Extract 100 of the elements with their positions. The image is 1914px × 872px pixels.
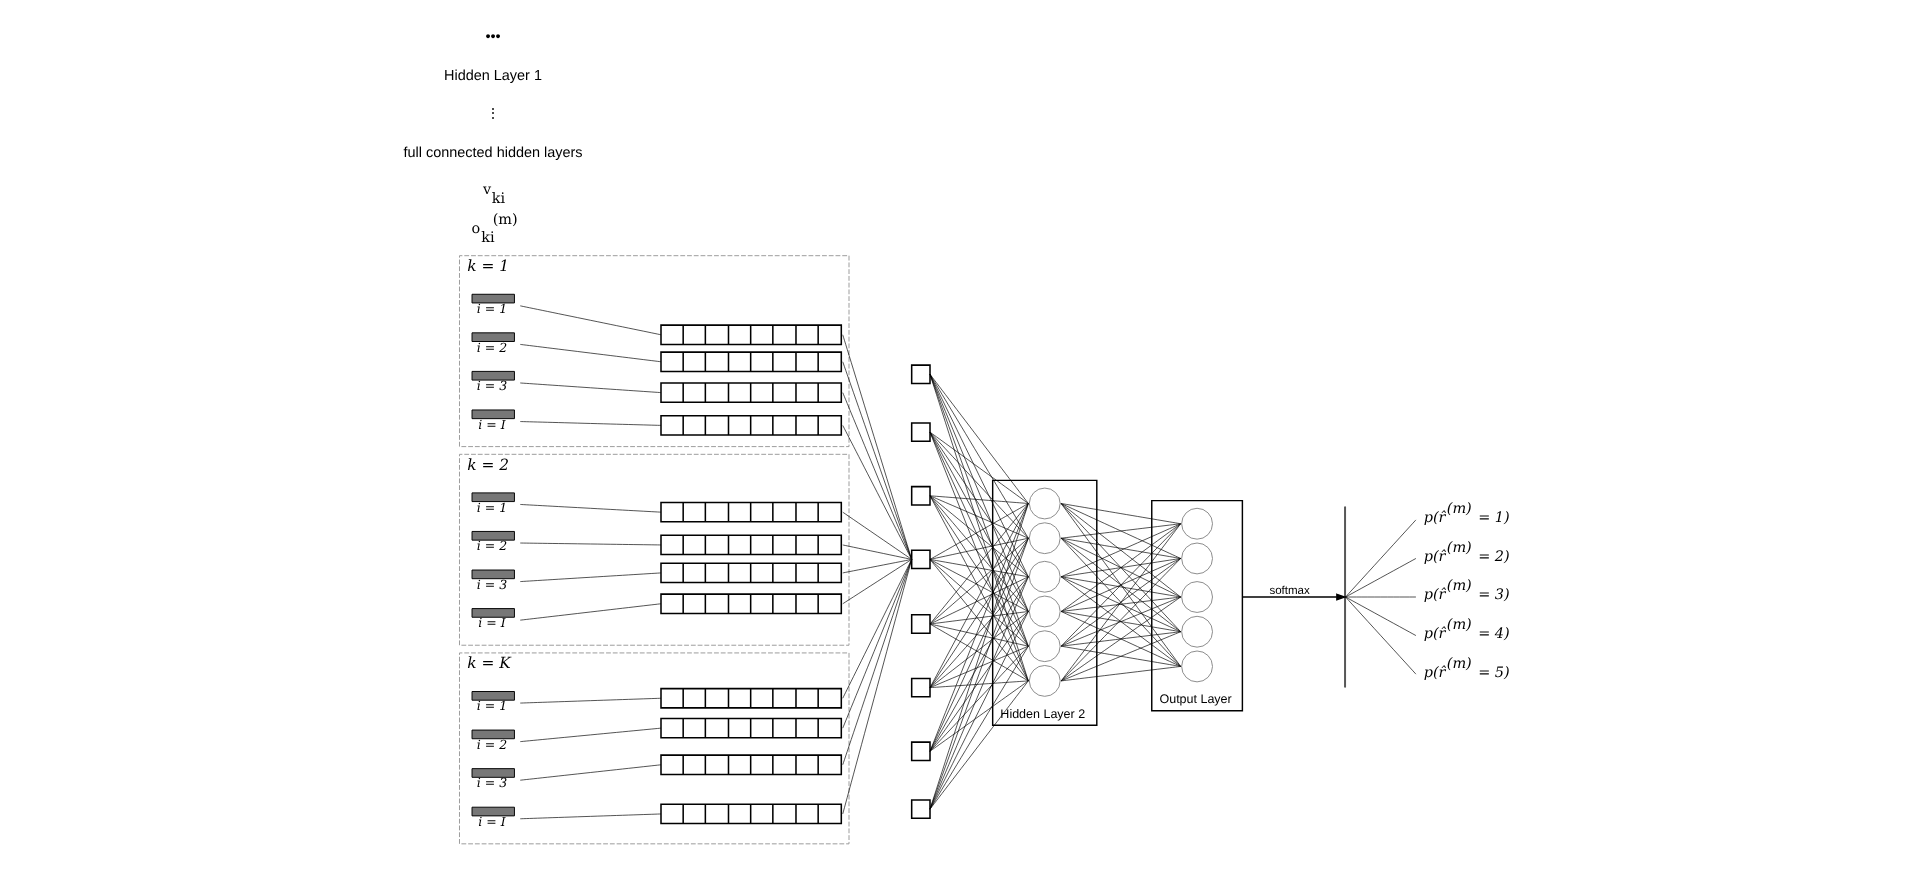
connector bbox=[929, 537, 1029, 560]
node-box bbox=[910, 364, 931, 385]
connector bbox=[842, 559, 912, 605]
connector bbox=[842, 511, 912, 560]
connector bbox=[1345, 596, 1417, 675]
node-box bbox=[910, 799, 931, 820]
connector bbox=[1060, 596, 1182, 682]
connector bbox=[1060, 558, 1182, 578]
connector bbox=[1060, 576, 1182, 598]
connector bbox=[929, 537, 1029, 625]
connector bbox=[519, 344, 662, 363]
node-box bbox=[910, 485, 931, 506]
connector bbox=[1060, 645, 1182, 667]
connector bbox=[842, 544, 912, 560]
connector bbox=[929, 495, 1029, 612]
connector bbox=[1345, 596, 1417, 636]
connector bbox=[1060, 537, 1182, 598]
connector bbox=[929, 503, 1029, 560]
connector bbox=[1060, 611, 1182, 667]
connector bbox=[1060, 537, 1182, 559]
connector bbox=[519, 504, 662, 513]
connector bbox=[1060, 596, 1182, 612]
connector bbox=[1060, 537, 1182, 633]
connector bbox=[519, 813, 662, 820]
connector bbox=[1060, 558, 1182, 647]
node-circle bbox=[1028, 595, 1061, 628]
connector bbox=[1060, 503, 1182, 633]
node-box bbox=[910, 741, 931, 762]
connector bbox=[1345, 519, 1417, 598]
node-circle bbox=[1028, 560, 1061, 593]
connector bbox=[519, 727, 662, 742]
connector bbox=[1060, 503, 1182, 667]
connector bbox=[929, 645, 1029, 752]
connector bbox=[842, 559, 912, 815]
connector bbox=[1060, 576, 1182, 633]
connector bbox=[929, 623, 1029, 647]
connector bbox=[929, 503, 1029, 625]
connector bbox=[519, 305, 662, 336]
connector bbox=[929, 495, 1029, 504]
node-circle bbox=[1028, 487, 1061, 520]
connector bbox=[519, 572, 662, 582]
connector bbox=[1060, 558, 1182, 612]
connector bbox=[929, 576, 1029, 625]
connector bbox=[929, 576, 1029, 752]
connector bbox=[842, 559, 912, 766]
connector bbox=[1060, 523, 1182, 682]
connector bbox=[1060, 558, 1182, 682]
node-circle bbox=[1028, 665, 1061, 697]
connector bbox=[929, 537, 1029, 688]
connector bbox=[1345, 558, 1417, 598]
connector bbox=[1345, 596, 1417, 598]
connector bbox=[1060, 631, 1182, 682]
connector bbox=[929, 495, 1029, 539]
connector bbox=[1060, 503, 1182, 559]
connector bbox=[1060, 523, 1182, 647]
connector bbox=[842, 559, 912, 699]
node-circle bbox=[1181, 507, 1213, 540]
connector bbox=[929, 431, 1029, 612]
connector bbox=[929, 559, 1029, 612]
node-bracket bbox=[1344, 506, 1347, 688]
connector bbox=[842, 425, 912, 560]
connector bbox=[929, 645, 1029, 688]
connector bbox=[842, 559, 912, 574]
connector bbox=[1060, 523, 1182, 578]
connector bbox=[929, 431, 1029, 539]
node-circle bbox=[1028, 522, 1061, 555]
connector bbox=[929, 611, 1029, 688]
connector bbox=[929, 559, 1029, 647]
connector bbox=[1060, 611, 1182, 633]
connector bbox=[929, 559, 1029, 578]
node-circle bbox=[1181, 542, 1213, 575]
connector bbox=[929, 680, 1029, 810]
connector bbox=[519, 382, 662, 393]
connector bbox=[929, 611, 1029, 625]
connector bbox=[519, 697, 662, 704]
connector bbox=[929, 559, 1029, 682]
arrow bbox=[1241, 593, 1347, 601]
node-circle bbox=[1181, 650, 1213, 683]
node-circle bbox=[1181, 581, 1213, 613]
connector bbox=[929, 431, 1029, 578]
connector bbox=[1060, 537, 1182, 667]
connector bbox=[1060, 596, 1182, 647]
connector bbox=[929, 373, 1029, 539]
node-box bbox=[910, 549, 931, 570]
connector bbox=[929, 495, 1029, 578]
node-box bbox=[910, 422, 931, 443]
node-circle bbox=[1181, 615, 1213, 648]
connector bbox=[519, 421, 662, 426]
connector bbox=[1060, 523, 1182, 612]
connector bbox=[929, 680, 1029, 688]
connector bbox=[519, 764, 662, 781]
connector bbox=[1060, 503, 1182, 525]
connector bbox=[1060, 576, 1182, 667]
connector bbox=[929, 431, 1029, 504]
connector bbox=[929, 373, 1029, 504]
connector bbox=[929, 611, 1029, 752]
connector bbox=[1060, 631, 1182, 647]
connector bbox=[929, 495, 1029, 647]
connector bbox=[929, 680, 1029, 752]
connector bbox=[1060, 523, 1182, 539]
